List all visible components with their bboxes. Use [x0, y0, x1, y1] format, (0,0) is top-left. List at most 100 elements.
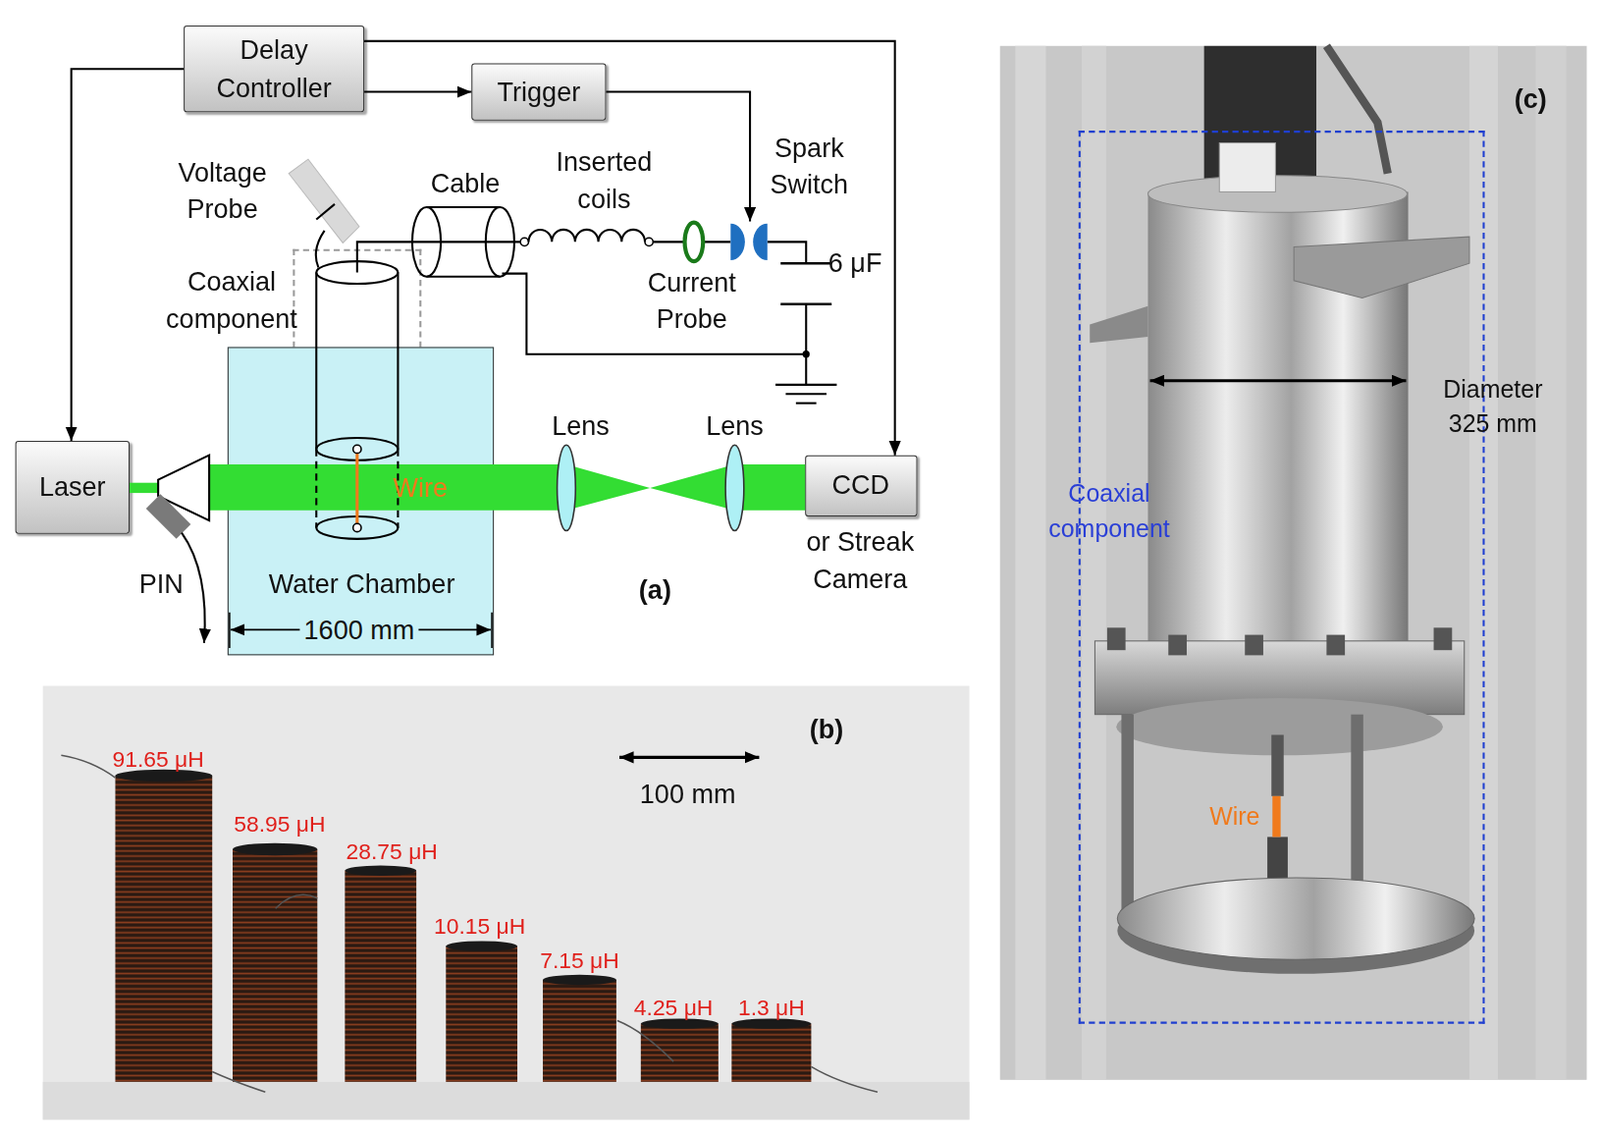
- capacitor-plate: [780, 302, 832, 306]
- coil: [232, 849, 318, 1082]
- coaxial-symbol: [316, 261, 398, 539]
- cylinder-top: [1147, 175, 1407, 213]
- panel-label: (a): [639, 571, 672, 609]
- wall-panel: [1536, 46, 1567, 1080]
- node-text: Trigger: [490, 73, 587, 111]
- wire-marker: [1272, 796, 1280, 838]
- cable-side: [426, 275, 501, 278]
- current-probe-symbol: [685, 222, 704, 263]
- coil: [445, 946, 518, 1082]
- photo-background: [43, 686, 970, 1120]
- ground-symbol: [775, 384, 837, 404]
- ground-line: [796, 402, 817, 405]
- process-box: CCDor Streak Camera: [804, 455, 917, 517]
- part-label: Current Probe: [630, 264, 753, 339]
- node-text: Delay Controller: [184, 31, 364, 107]
- bolt: [1434, 627, 1453, 650]
- coil-top: [232, 843, 318, 855]
- inductance-value: 58.95 μH: [233, 808, 325, 841]
- junction-dot: [802, 350, 810, 358]
- node-text: Laser: [33, 468, 112, 506]
- cylinder-side: [396, 272, 399, 450]
- part-label: Wire: [393, 469, 449, 507]
- support-rod: [1120, 714, 1133, 929]
- coil: [731, 1023, 811, 1082]
- table-surface: [43, 1081, 970, 1120]
- lens-symbol: [725, 444, 745, 531]
- coil-photos: [60, 754, 878, 1092]
- bolt: [1326, 635, 1345, 656]
- dimension-tick: [490, 612, 493, 648]
- dimension-label: Diameter 325 mm: [1421, 372, 1565, 441]
- lens-symbol: [557, 444, 577, 531]
- part-label: Spark Switch: [752, 129, 865, 205]
- panel-label: (c): [1514, 80, 1547, 118]
- return-rod: [315, 448, 318, 528]
- node-text: or Streak Camera: [773, 523, 948, 598]
- part-label: Voltage Probe: [156, 154, 289, 229]
- bracket-plate: [1089, 306, 1148, 343]
- bolt: [1244, 635, 1264, 656]
- coil-leads: [60, 754, 878, 1092]
- part-label: Cable: [430, 164, 501, 203]
- node-text: Water Chamber: [228, 565, 495, 603]
- terminal: [520, 237, 529, 246]
- inductance-value: 28.75 μH: [346, 836, 438, 868]
- spark-switch-electrode: [730, 223, 746, 261]
- connector-arrow: [71, 68, 184, 441]
- part-label: PIN: [139, 565, 184, 603]
- inductance-value: 7.15 μH: [539, 945, 620, 977]
- bracket-plate: [1293, 236, 1470, 298]
- part-label: Wire: [1209, 799, 1260, 834]
- cable-end: [485, 207, 515, 277]
- pin-diode-symbol: [146, 493, 192, 539]
- connector-arrow: [364, 41, 896, 456]
- wall-panel: [1014, 46, 1046, 1080]
- coil: [640, 1023, 719, 1082]
- terminal: [353, 444, 362, 453]
- inductance-value: 1.3 μH: [738, 992, 805, 1024]
- terminal: [353, 523, 362, 532]
- capacitor-plate: [780, 262, 832, 266]
- mount-arm: [1326, 46, 1387, 174]
- part-label: Lens: [551, 407, 610, 445]
- inductance-value: 91.65 μH: [111, 744, 204, 776]
- wire-load: [355, 448, 359, 528]
- water-chamber: Water Chamber: [227, 346, 494, 655]
- wall-panel: [1081, 46, 1107, 1080]
- dimension-label: 1600 mm: [299, 610, 419, 648]
- scale-bar: [619, 755, 759, 759]
- laser-beam: [209, 464, 805, 511]
- coil-top: [542, 974, 617, 985]
- dimension-arrow: [1150, 378, 1407, 382]
- terminal: [644, 237, 653, 246]
- coil: [542, 979, 617, 1082]
- ground-line: [775, 383, 837, 386]
- node-text: CCD: [805, 466, 915, 504]
- electrode: [316, 437, 398, 461]
- panel-label: (b): [809, 710, 845, 748]
- node-text: Coaxial component: [1027, 476, 1191, 545]
- photo-background: [1000, 46, 1588, 1080]
- spark-switch-electrode: [752, 223, 768, 261]
- process-box: Laser: [15, 440, 130, 534]
- electrode: [316, 516, 398, 539]
- scale-label: 100 mm: [640, 775, 737, 813]
- voltage-probe-symbol: [288, 159, 360, 243]
- connector-layer: [71, 41, 896, 456]
- cylinder-end: [316, 261, 398, 284]
- bolt: [1168, 635, 1187, 656]
- wall-panels: [1014, 46, 1566, 1080]
- top-insulator: [1219, 143, 1276, 193]
- electrode-rod: [1271, 734, 1283, 796]
- ground-line: [785, 392, 827, 395]
- cable-end: [412, 207, 441, 277]
- probe-mark: [316, 204, 335, 220]
- bolt: [1107, 627, 1126, 650]
- probe-wire: [316, 230, 325, 267]
- dimension-tick: [228, 612, 231, 648]
- node-text: Coaxial component: [150, 263, 314, 338]
- connector-arrow: [364, 91, 472, 94]
- inductor-symbol: [528, 229, 645, 242]
